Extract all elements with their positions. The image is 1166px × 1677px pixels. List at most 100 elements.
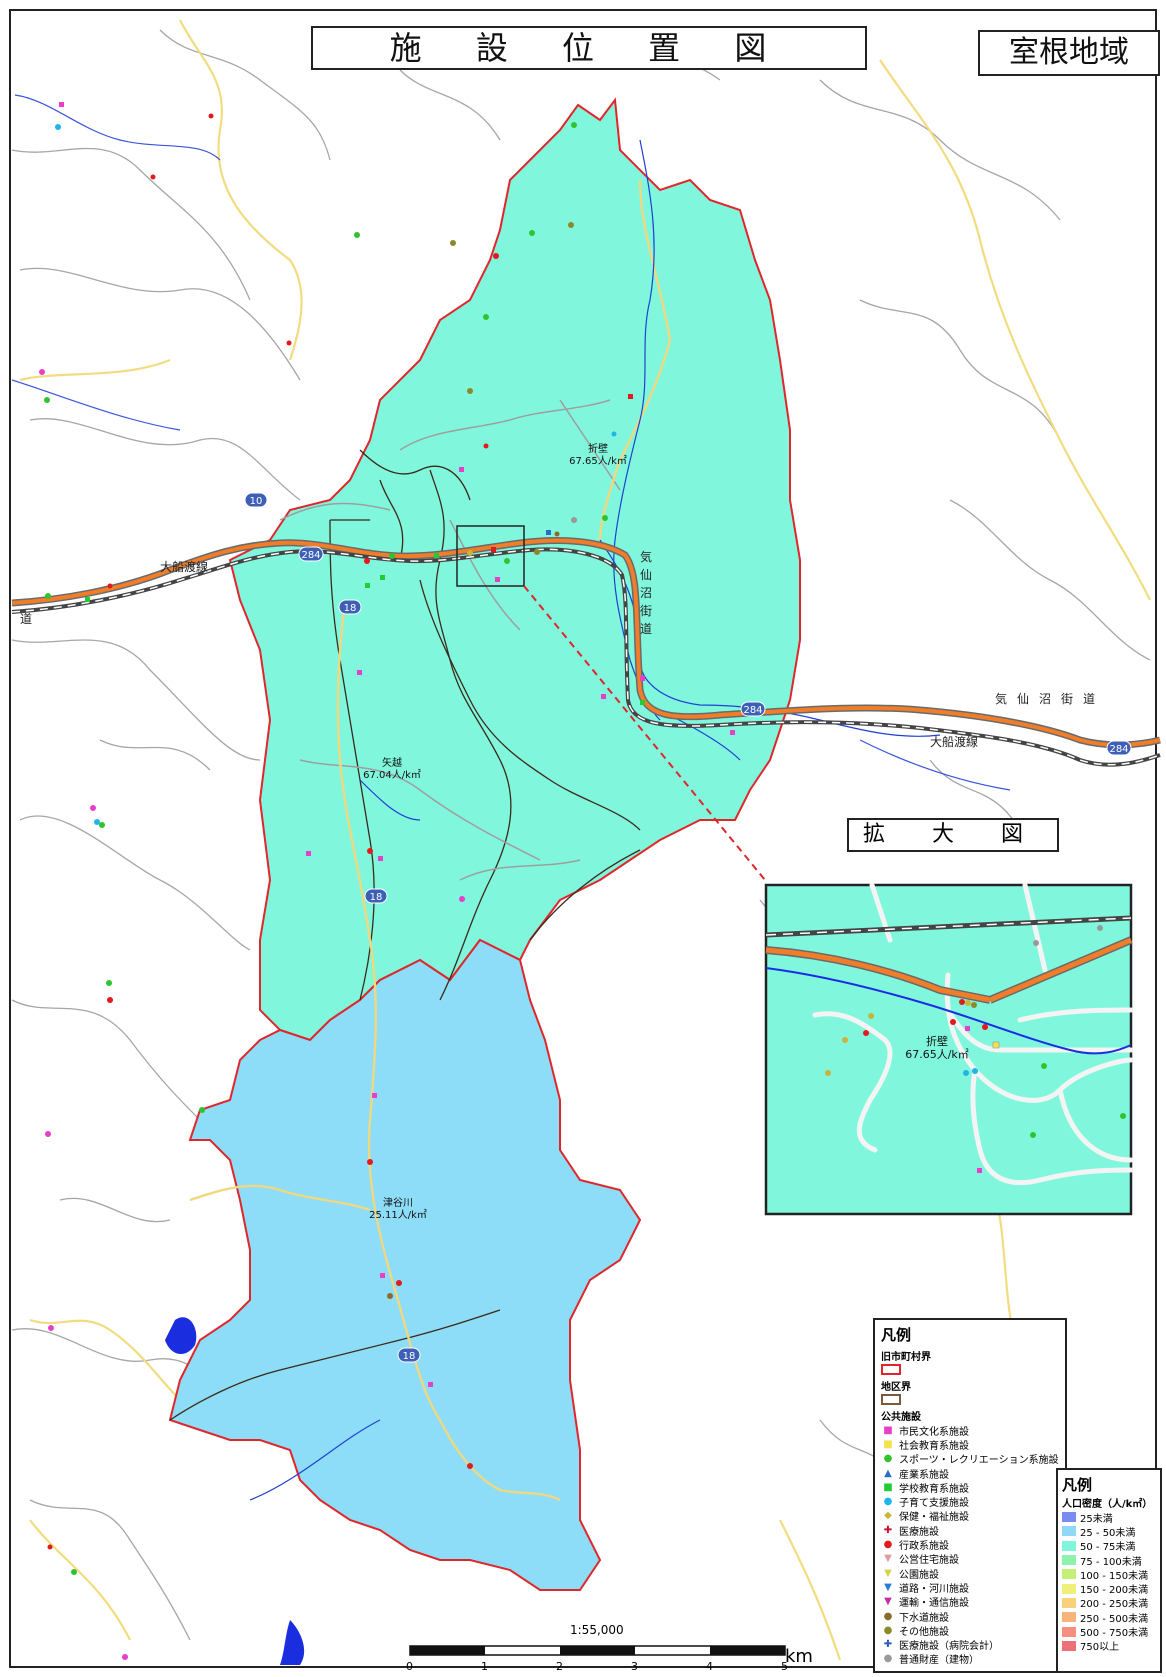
road-label-north: 気仙沼街道 bbox=[640, 550, 653, 636]
rail-label-west: 大船渡線 bbox=[160, 560, 209, 574]
facility-marker bbox=[495, 577, 500, 582]
facility-marker bbox=[483, 314, 489, 320]
density-item-label: 500 - 750未満 bbox=[1080, 1628, 1149, 1640]
facility-marker bbox=[396, 1280, 402, 1286]
legend-item-label: 医療施設（病院会計） bbox=[899, 1641, 999, 1653]
legend-symbol-icon: ● bbox=[883, 1610, 893, 1622]
legend-item-label: 普通財産（建物） bbox=[899, 1655, 979, 1667]
facility-marker bbox=[971, 1002, 977, 1008]
facility-marker bbox=[90, 805, 96, 811]
facility-marker bbox=[601, 694, 606, 699]
facility-marker bbox=[459, 467, 464, 472]
lake bbox=[165, 1317, 197, 1355]
legend-symbol-icon: ● bbox=[883, 1539, 893, 1551]
legend-items: ■市民文化系施設■社会教育系施設●スポーツ・レクリエーション系施設▲産業系施設■… bbox=[881, 1423, 1059, 1667]
facility-marker bbox=[107, 583, 113, 589]
density-item: 50 - 75未満 bbox=[1062, 1539, 1156, 1553]
density-swatch bbox=[1062, 1612, 1076, 1623]
facility-marker bbox=[55, 124, 61, 130]
legend-item: ●スポーツ・レクリエーション系施設 bbox=[881, 1452, 1059, 1466]
density-item: 250 - 500未満 bbox=[1062, 1610, 1156, 1625]
facility-marker bbox=[965, 1000, 971, 1006]
facility-marker bbox=[571, 517, 577, 523]
density-swatch bbox=[1062, 1540, 1076, 1551]
facility-marker bbox=[950, 1019, 956, 1025]
facility-marker bbox=[199, 1107, 205, 1113]
facility-marker bbox=[45, 1131, 51, 1137]
facility-marker bbox=[982, 1024, 988, 1030]
facility-marker bbox=[428, 1382, 433, 1387]
density-item: 200 - 250未満 bbox=[1062, 1596, 1156, 1610]
legend-item: ■社会教育系施設 bbox=[881, 1437, 1059, 1452]
scale-bar bbox=[409, 1645, 786, 1656]
density-item-label: 25未満 bbox=[1080, 1513, 1113, 1525]
district-boundary-swatch bbox=[881, 1394, 901, 1405]
density-item-label: 150 - 200未満 bbox=[1080, 1585, 1149, 1597]
district-label-orikabe: 折壁 67.65人/k㎡ bbox=[558, 444, 638, 468]
facility-marker bbox=[306, 851, 311, 856]
facility-marker bbox=[483, 443, 489, 449]
scale-ratio: 1:55,000 bbox=[570, 1623, 624, 1637]
facility-marker bbox=[1033, 940, 1039, 946]
density-swatch bbox=[1062, 1583, 1076, 1594]
density-item: 25 - 50未満 bbox=[1062, 1524, 1156, 1539]
facility-marker bbox=[1120, 1113, 1126, 1119]
legend-item: ◆保健・福祉施設 bbox=[881, 1509, 1059, 1523]
facility-marker bbox=[568, 222, 574, 228]
density-legend-title: 凡例 bbox=[1062, 1476, 1093, 1494]
facility-marker bbox=[963, 1070, 969, 1076]
density-item: 750以上 bbox=[1062, 1639, 1156, 1653]
legend-item: ●子育て支援施設 bbox=[881, 1494, 1059, 1509]
route-shield: 10 bbox=[244, 492, 268, 508]
facility-marker bbox=[380, 1273, 385, 1278]
facility-marker bbox=[467, 550, 473, 556]
legend-symbol-icon: ■ bbox=[883, 1438, 893, 1450]
facility-marker bbox=[959, 999, 965, 1005]
scale-tick: 0 bbox=[406, 1660, 413, 1673]
legend-item: ✚医療施設 bbox=[881, 1523, 1059, 1538]
facility-marker bbox=[863, 1030, 869, 1036]
legend-item: ●行政系施設 bbox=[881, 1537, 1059, 1552]
legend-item: ■ 市民文化系施設 bbox=[881, 1423, 1059, 1438]
legend-item: ● 普通財産（建物） bbox=[881, 1652, 1059, 1666]
facility-marker bbox=[602, 515, 608, 521]
facility-marker bbox=[868, 1013, 874, 1019]
facility-marker bbox=[571, 122, 577, 128]
legend-symbol-icon: ■ bbox=[883, 1424, 893, 1436]
map-title: 施 設 位 置 図 bbox=[311, 26, 867, 70]
facility-marker bbox=[365, 583, 370, 588]
legend-symbol-icon: ● bbox=[883, 1624, 893, 1636]
density-item-label: 75 - 100未満 bbox=[1080, 1556, 1142, 1568]
district-name: 矢越 bbox=[382, 758, 402, 769]
facility-marker bbox=[459, 896, 465, 902]
legend-item-label: 道路・河川施設 bbox=[899, 1583, 969, 1595]
facility-marker bbox=[99, 822, 105, 828]
density-item: 25未満 bbox=[1062, 1510, 1156, 1525]
route-shield: 18 bbox=[364, 888, 388, 904]
district-density: 67.65人/k㎡ bbox=[905, 1048, 969, 1061]
density-swatch bbox=[1062, 1569, 1076, 1580]
legend-symbol-icon: ▼ bbox=[884, 1596, 892, 1608]
facility-marker bbox=[286, 340, 292, 346]
legend-item: ●その他施設 bbox=[881, 1623, 1059, 1638]
facility-marker bbox=[504, 558, 510, 564]
scale-tick: 3 bbox=[631, 1660, 638, 1673]
scale-tick: 2 bbox=[556, 1660, 563, 1673]
legend-item-label: 市民文化系施設 bbox=[899, 1426, 969, 1438]
legend-district-boundary: 地区界 bbox=[881, 1382, 911, 1393]
legend-symbol-icon: ▲ bbox=[884, 1467, 892, 1479]
legend-symbol-icon: ✚ bbox=[883, 1524, 893, 1536]
legend-old-boundary: 旧市町村界 bbox=[881, 1352, 931, 1363]
density-swatch bbox=[1062, 1526, 1076, 1537]
legend-symbol-icon: ■ bbox=[883, 1481, 893, 1493]
facility-marker bbox=[730, 730, 735, 735]
railway-ofunato bbox=[11, 547, 1161, 767]
legend-symbol-icon: ● bbox=[883, 1653, 893, 1665]
facility-marker bbox=[387, 1293, 393, 1299]
old-boundary-swatch bbox=[881, 1364, 901, 1375]
facility-marker bbox=[357, 670, 362, 675]
legend-symbol-icon: ● bbox=[883, 1453, 893, 1465]
density-swatch bbox=[1062, 1597, 1076, 1608]
route-shield: 284 bbox=[1106, 740, 1132, 756]
